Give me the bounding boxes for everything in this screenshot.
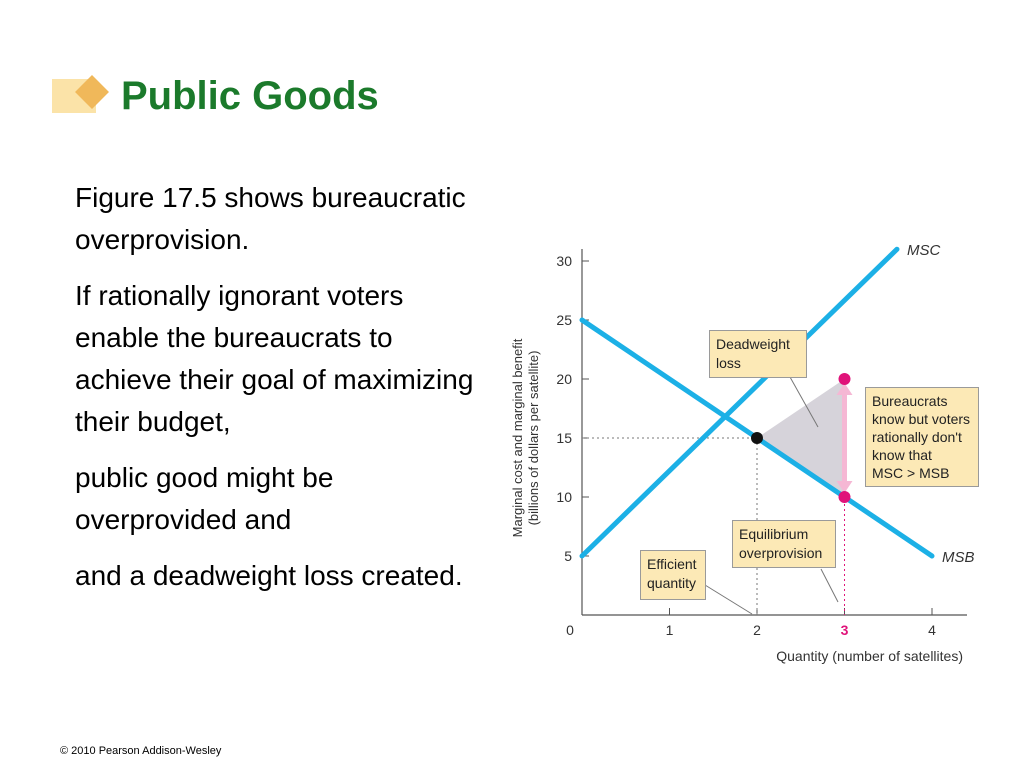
y-tick-label: 5 [564,548,572,564]
overprovision-chart: 5 10 15 20 25 30 0 1 2 3 4 MSC MSB Quantity (number o… [510,242,975,664]
y-tick-label: 15 [556,430,572,446]
callout-line: Efficient [647,556,697,572]
deadweight-loss-callout: Deadweight loss [709,330,807,378]
x-tick-label: 1 [666,622,674,638]
callout-line: overprovision [739,545,823,561]
y-tick-label: 20 [556,371,572,387]
callout-line: MSC > MSB [872,465,950,481]
callout-line: loss [716,355,741,371]
x-tick-label: 0 [566,622,574,638]
y-tick-label: 25 [556,312,572,328]
paragraph-1: Figure 17.5 shows bureaucratic overprovi… [75,182,466,255]
overprovision-point [838,491,851,503]
copyright-footer: © 2010 Pearson Addison-Wesley [60,745,222,757]
y-tick-label: 30 [556,253,572,269]
callout-line: rationally don't [872,429,962,445]
title-decoration [52,74,112,116]
efficient-callout-leader [704,584,753,615]
series-label-msb: MSB [942,549,975,566]
y-axis-title-line1: Marginal cost and marginal benefit [510,338,525,537]
paragraph-4: and a deadweight loss created. [75,560,463,591]
equilibrium-callout-leader [820,568,839,603]
x-axis-title: Quantity (number of satellites) [776,648,963,664]
y-axis-title-line2: (billions of dollars per satellite) [526,351,541,526]
paragraph-3: public good might be overprovided and [75,462,334,535]
efficient-quantity-callout: Efficient quantity [640,550,706,600]
paragraph-2: If rationally ignorant voters enable the… [75,280,474,437]
series-line-msc [579,246,900,559]
callout-line: know that [872,447,932,463]
bureaucrats-callout: Bureaucrats know but voters rationally d… [865,387,979,487]
deadweight-callout-leader [789,376,819,428]
deadweight-loss-area [757,379,845,497]
gap-arrow-head-down [836,481,853,493]
body-text: Figure 17.5 shows bureaucratic overprovi… [75,177,495,611]
callout-line: know but voters [872,411,971,427]
equilibrium-overprovision-callout: Equilibrium overprovision [732,520,836,568]
overprovision-point [838,373,851,385]
y-tick-label: 10 [556,489,572,505]
callout-line: quantity [647,575,697,591]
slide-title: Public Goods [121,74,379,118]
callout-line: Deadweight [716,336,790,352]
callout-line: Equilibrium [739,526,809,542]
callout-line: Bureaucrats [872,393,948,409]
equilibrium-point [751,432,763,444]
x-tick-label: 2 [753,622,761,638]
x-tick-label: 3 [841,622,849,638]
series-label-msc: MSC [907,242,941,259]
gap-arrow-head-up [836,383,853,395]
x-tick-label: 4 [928,622,936,638]
